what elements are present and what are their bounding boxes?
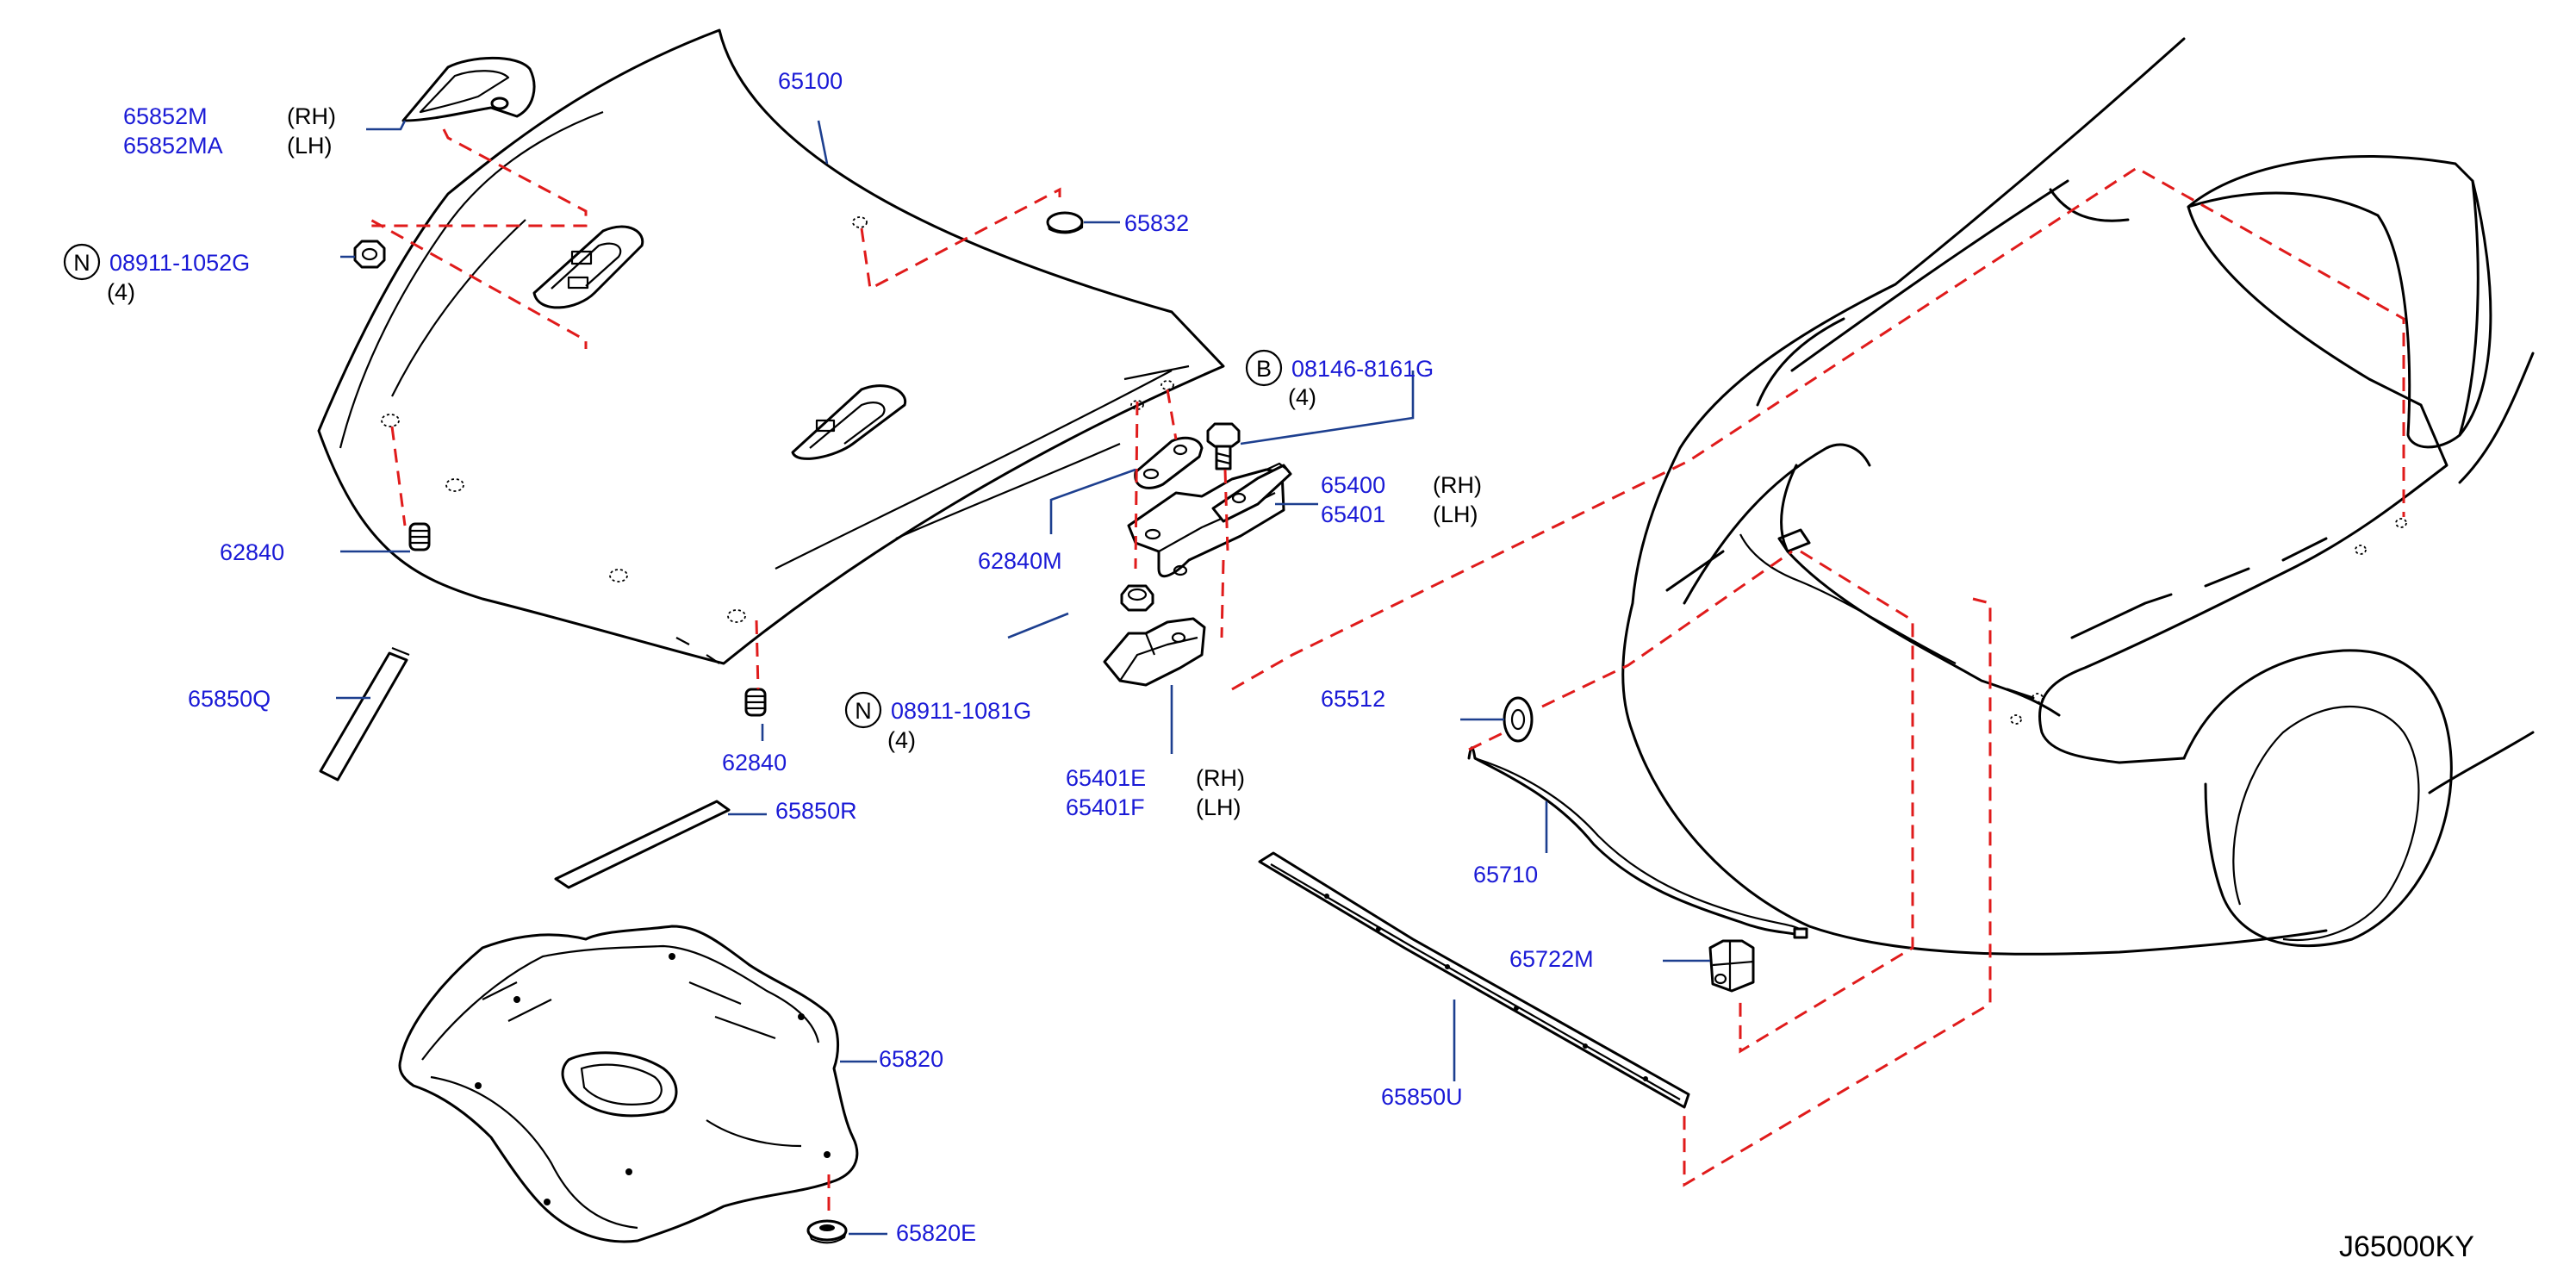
label-08146-8161g[interactable]: 08146-8161G	[1291, 356, 1434, 382]
undercover-part	[398, 925, 859, 1243]
label-65401e[interactable]: 65401E	[1066, 765, 1146, 791]
nut-part-1081g	[1120, 584, 1154, 612]
leader-lines	[336, 120, 1710, 1236]
grommet-part	[1503, 696, 1534, 743]
hood-panel	[317, 28, 1225, 665]
side-label-65852m: (RH)	[287, 103, 336, 129]
label-65401f[interactable]: 65401F	[1066, 794, 1145, 820]
hood-vent-part	[401, 56, 536, 122]
seal-part-65850q	[319, 646, 410, 782]
qty-08146-8161g: (4)	[1288, 384, 1316, 410]
label-62840-top[interactable]: 62840	[220, 539, 284, 565]
diagram-code: J65000KY	[2339, 1230, 2474, 1263]
label-65852ma[interactable]: 65852MA	[123, 133, 223, 159]
label-08911-1052g[interactable]: 08911-1052G	[109, 250, 250, 276]
nut-part-1052g	[353, 240, 386, 269]
bolt-part	[1206, 422, 1241, 470]
release-cable-part	[1467, 746, 1808, 939]
hinge-lower-part	[1103, 617, 1206, 687]
label-65820e[interactable]: 65820E	[896, 1220, 976, 1246]
label-65100[interactable]: 65100	[778, 68, 843, 94]
side-label-65401e: (RH)	[1196, 765, 1245, 791]
bumper-part-top	[408, 522, 431, 551]
label-65850q[interactable]: 65850Q	[188, 686, 271, 712]
label-65850r[interactable]: 65850R	[775, 798, 857, 824]
side-label-65401: (LH)	[1433, 501, 1478, 527]
label-65722m[interactable]: 65722M	[1509, 946, 1594, 972]
label-62840m[interactable]: 62840M	[978, 548, 1062, 574]
callout-labels: 65852M (RH) 65852MA (LH) 65100 65832 N 0…	[63, 68, 2474, 1263]
label-65512[interactable]: 65512	[1321, 686, 1385, 712]
label-62840-bottom[interactable]: 62840	[722, 750, 787, 775]
label-65850u[interactable]: 65850U	[1381, 1084, 1463, 1110]
label-65820[interactable]: 65820	[879, 1046, 943, 1072]
hood-lock-part	[1708, 939, 1755, 993]
nut2-symbol-badge: N	[844, 691, 882, 729]
hinge-stop-part	[1134, 436, 1204, 489]
svg-text:B: B	[1256, 356, 1272, 382]
bumper-part-bottom	[744, 688, 767, 717]
clip-part-65820e	[806, 1219, 848, 1244]
label-08911-1081g[interactable]: 08911-1081G	[891, 698, 1031, 724]
label-65832[interactable]: 65832	[1124, 210, 1189, 236]
seal-part-65850u	[1258, 851, 1690, 1109]
label-65401[interactable]: 65401	[1321, 501, 1385, 527]
label-65852m[interactable]: 65852M	[123, 103, 208, 129]
side-label-65852ma: (LH)	[287, 133, 333, 159]
label-65710[interactable]: 65710	[1473, 862, 1538, 888]
svg-text:N: N	[73, 250, 90, 276]
hood-hinge-part	[1127, 462, 1292, 578]
qty-08911-1052g: (4)	[107, 279, 135, 305]
bolt-symbol-badge: B	[1245, 349, 1283, 387]
side-label-65401f: (LH)	[1196, 794, 1241, 820]
reference-lines	[369, 128, 2405, 1211]
side-label-65400: (RH)	[1433, 472, 1482, 498]
vehicle-front	[1621, 37, 2535, 956]
qty-08911-1081g: (4)	[887, 727, 916, 753]
label-65400[interactable]: 65400	[1321, 472, 1385, 498]
plug-part-65832	[1046, 211, 1084, 234]
seal-part-65850r	[554, 800, 731, 889]
nut-symbol-badge: N	[63, 243, 101, 281]
svg-text:N: N	[855, 698, 872, 724]
